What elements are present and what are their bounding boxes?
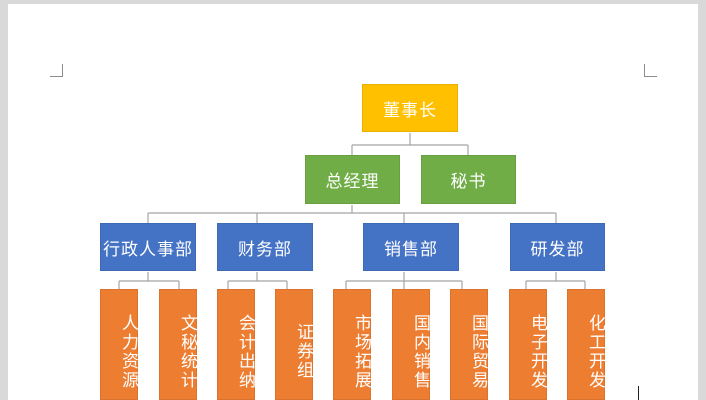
secretary-label: 秘书 — [450, 172, 487, 192]
team-box-market-expansion[interactable]: 市场拓展 — [333, 289, 371, 400]
team-box-chemical-dev[interactable]: 化工开发 — [567, 289, 605, 400]
department-box-admin-hr[interactable]: 行政人事部 — [100, 223, 196, 271]
connector-chairman — [351, 133, 469, 155]
team-label: 国际贸易 — [468, 313, 488, 390]
team-box-international-trade[interactable]: 国际贸易 — [450, 289, 488, 400]
team-box-accounting-cashier[interactable]: 会计出纳 — [217, 289, 255, 400]
team-label: 国内销售 — [410, 313, 430, 390]
document-page: 董事长 总经理 秘书 行政人事部 财务部 销售部 研发部 人力资源 文秘统计 会… — [8, 4, 698, 400]
department-box-sales[interactable]: 销售部 — [363, 223, 459, 271]
connector-lines — [118, 133, 586, 289]
connector-dept-3 — [345, 272, 463, 289]
team-box-securities[interactable]: 证券组 — [275, 289, 313, 400]
team-label: 文秘统计 — [177, 313, 197, 390]
team-label: 市场拓展 — [351, 313, 371, 390]
team-label: 证券组 — [293, 323, 313, 380]
department-label: 研发部 — [530, 239, 585, 260]
general-manager-label: 总经理 — [325, 172, 380, 192]
general-manager-box[interactable]: 总经理 — [305, 155, 400, 204]
text-cursor — [638, 386, 639, 400]
connector-dept-1 — [118, 272, 180, 289]
department-label: 财务部 — [238, 239, 292, 260]
connector-dept-2 — [227, 272, 288, 289]
team-box-domestic-sales[interactable]: 国内销售 — [392, 289, 430, 400]
team-box-human-resources[interactable]: 人力资源 — [100, 289, 138, 400]
margin-mark-top-right — [644, 64, 657, 77]
connector-gm — [147, 205, 557, 223]
connector-dept-4 — [525, 272, 586, 289]
team-label: 电子开发 — [527, 313, 547, 390]
margin-mark-top-left — [50, 64, 63, 77]
team-box-electronics-dev[interactable]: 电子开发 — [509, 289, 547, 400]
team-label: 化工开发 — [585, 313, 605, 390]
chairman-box[interactable]: 董事长 — [362, 84, 458, 132]
department-box-rnd[interactable]: 研发部 — [510, 223, 605, 271]
department-label: 行政人事部 — [103, 239, 193, 260]
department-label: 销售部 — [384, 239, 438, 260]
team-label: 人力资源 — [118, 313, 138, 390]
department-box-finance[interactable]: 财务部 — [217, 223, 313, 271]
team-box-secretarial-statistics[interactable]: 文秘统计 — [159, 289, 197, 400]
chairman-label: 董事长 — [383, 100, 437, 121]
secretary-box[interactable]: 秘书 — [421, 155, 516, 204]
team-label: 会计出纳 — [235, 313, 255, 390]
